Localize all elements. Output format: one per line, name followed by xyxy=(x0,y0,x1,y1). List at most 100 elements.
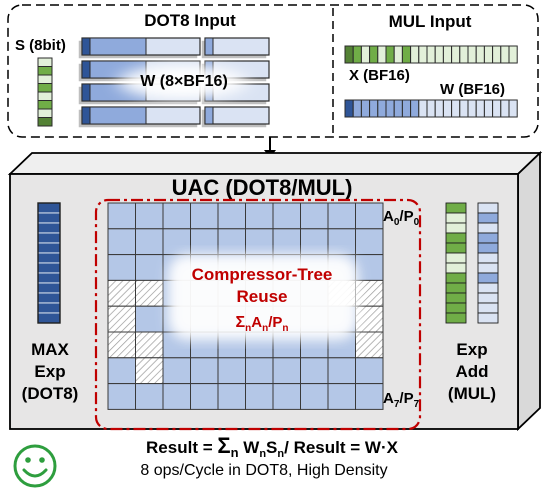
w-bf16-label: W (BF16) xyxy=(440,81,505,98)
mul-input-title: MUL Input xyxy=(389,12,472,31)
exp-add-blue-cell xyxy=(477,252,499,264)
compressor-cell xyxy=(107,331,136,359)
x-vector-cell xyxy=(393,45,403,64)
compressor-cell xyxy=(355,279,384,307)
x-vector-cell xyxy=(352,45,362,64)
row-label-a0-p0: A0/P0 xyxy=(383,208,420,228)
exp-add-green-cell xyxy=(445,222,467,234)
max-exp-cell xyxy=(37,282,61,294)
compressor-cell xyxy=(355,305,384,333)
compressor-label-glow xyxy=(168,254,358,340)
uac-side-face xyxy=(517,150,541,432)
w-mul-vector-cell xyxy=(459,99,469,118)
s-vector-cell xyxy=(37,66,53,76)
compressor-cell xyxy=(107,254,136,281)
x-vector-cell xyxy=(418,45,428,64)
max-exp-label-2: Exp xyxy=(34,362,65,381)
compressor-cell xyxy=(300,383,329,410)
w-mul-vector-cell xyxy=(385,99,395,118)
compressor-formula: ΣnAn/Pn xyxy=(236,314,289,334)
w-bar xyxy=(204,37,270,56)
compressor-cell xyxy=(245,228,274,256)
w-bar-head xyxy=(204,106,214,125)
compressor-cell xyxy=(190,383,219,410)
w-mul-vector-cell xyxy=(451,99,461,118)
w-mul-vector-cell xyxy=(369,99,379,118)
exp-add-label-3: (MUL) xyxy=(448,384,496,403)
compressor-label-line1: Compressor-Tree xyxy=(192,265,333,284)
x-vector-cell xyxy=(508,45,518,64)
compressor-label-line2: Reuse xyxy=(236,287,287,306)
max-exp-cell xyxy=(37,242,61,254)
exp-add-blue-cell xyxy=(477,262,499,274)
w-mul-vector-cell xyxy=(401,99,412,118)
max-exp-cell xyxy=(37,312,61,324)
exp-add-green-cell xyxy=(445,272,467,284)
s-8bit-label: S (8bit) xyxy=(15,37,66,54)
w-mul-vector-cell xyxy=(410,99,420,118)
max-exp-cell xyxy=(37,202,61,214)
x-vector-cell xyxy=(467,45,477,64)
s-vector xyxy=(37,57,53,127)
compressor-cell xyxy=(162,228,191,256)
exp-add-green-cell xyxy=(445,252,467,264)
max-exp-label-1: MAX xyxy=(31,340,69,359)
exp-add-label-1: Exp xyxy=(456,340,487,359)
w-mul-vector-cell xyxy=(344,99,354,118)
compressor-cell xyxy=(300,228,329,256)
max-exp-cell xyxy=(37,232,61,244)
exp-add-blue-cell xyxy=(477,222,499,234)
compressor-cell xyxy=(355,202,384,230)
compressor-cell xyxy=(300,202,329,230)
ops-per-cycle-text: 8 ops/Cycle in DOT8, High Density xyxy=(140,462,387,479)
compressor-cell xyxy=(355,357,384,385)
compressor-cell xyxy=(107,202,136,230)
compressor-cell xyxy=(272,228,301,256)
max-exp-cell xyxy=(37,222,61,234)
exp-add-green-cell xyxy=(445,242,467,254)
compressor-cell xyxy=(272,383,301,410)
x-vector-cell xyxy=(451,45,461,64)
input-panel: DOT8 Input MUL Input S (8bit) W (8×BF16)… xyxy=(7,4,539,138)
w-mul-vector-cell xyxy=(434,99,444,118)
exp-add-blue-cell xyxy=(477,312,499,324)
x-vector-cell xyxy=(500,45,510,64)
max-exp-cell xyxy=(37,302,61,314)
x-vector-cell xyxy=(483,45,494,64)
uac-top-face xyxy=(7,152,543,175)
compressor-cell xyxy=(327,383,356,410)
compressor-cell xyxy=(355,254,384,281)
compressor-cell xyxy=(135,228,164,256)
exp-add-blue-cell xyxy=(477,232,499,244)
compressor-cell xyxy=(327,228,356,256)
compressor-cell xyxy=(162,202,191,230)
s-vector-cell xyxy=(37,117,53,127)
x-vector-cell xyxy=(492,45,502,64)
exp-add-blue-cell xyxy=(477,242,499,254)
compressor-cell xyxy=(162,357,191,385)
x-vector-cell xyxy=(385,45,395,64)
max-exp-cell xyxy=(37,212,61,224)
row-label-a7-p7: A7/P7 xyxy=(383,390,420,410)
x-vector xyxy=(344,45,518,64)
w-mul-vector-cell xyxy=(393,99,403,118)
compressor-cell xyxy=(217,202,246,230)
exp-add-green-cell xyxy=(445,292,467,304)
x-vector-cell xyxy=(377,45,387,64)
w-bar-mantissa xyxy=(89,37,147,56)
w-mul-vector-cell xyxy=(492,99,502,118)
w-mul-vector-cell xyxy=(467,99,477,118)
uac-title: UAC (DOT8/MUL) xyxy=(172,175,353,200)
w-mul-vector-cell xyxy=(442,99,453,118)
exp-add-blue-cell xyxy=(477,272,499,284)
w-mul-vector-cell xyxy=(483,99,494,118)
x-vector-cell xyxy=(475,45,485,64)
w-mul-vector-cell xyxy=(418,99,428,118)
x-vector-cell xyxy=(442,45,453,64)
max-exp-cell xyxy=(37,262,61,274)
exp-add-blue-cell xyxy=(477,282,499,294)
x-vector-cell xyxy=(410,45,420,64)
compressor-cell xyxy=(327,357,356,385)
compressor-cell xyxy=(355,228,384,256)
compressor-boundary xyxy=(94,198,422,431)
